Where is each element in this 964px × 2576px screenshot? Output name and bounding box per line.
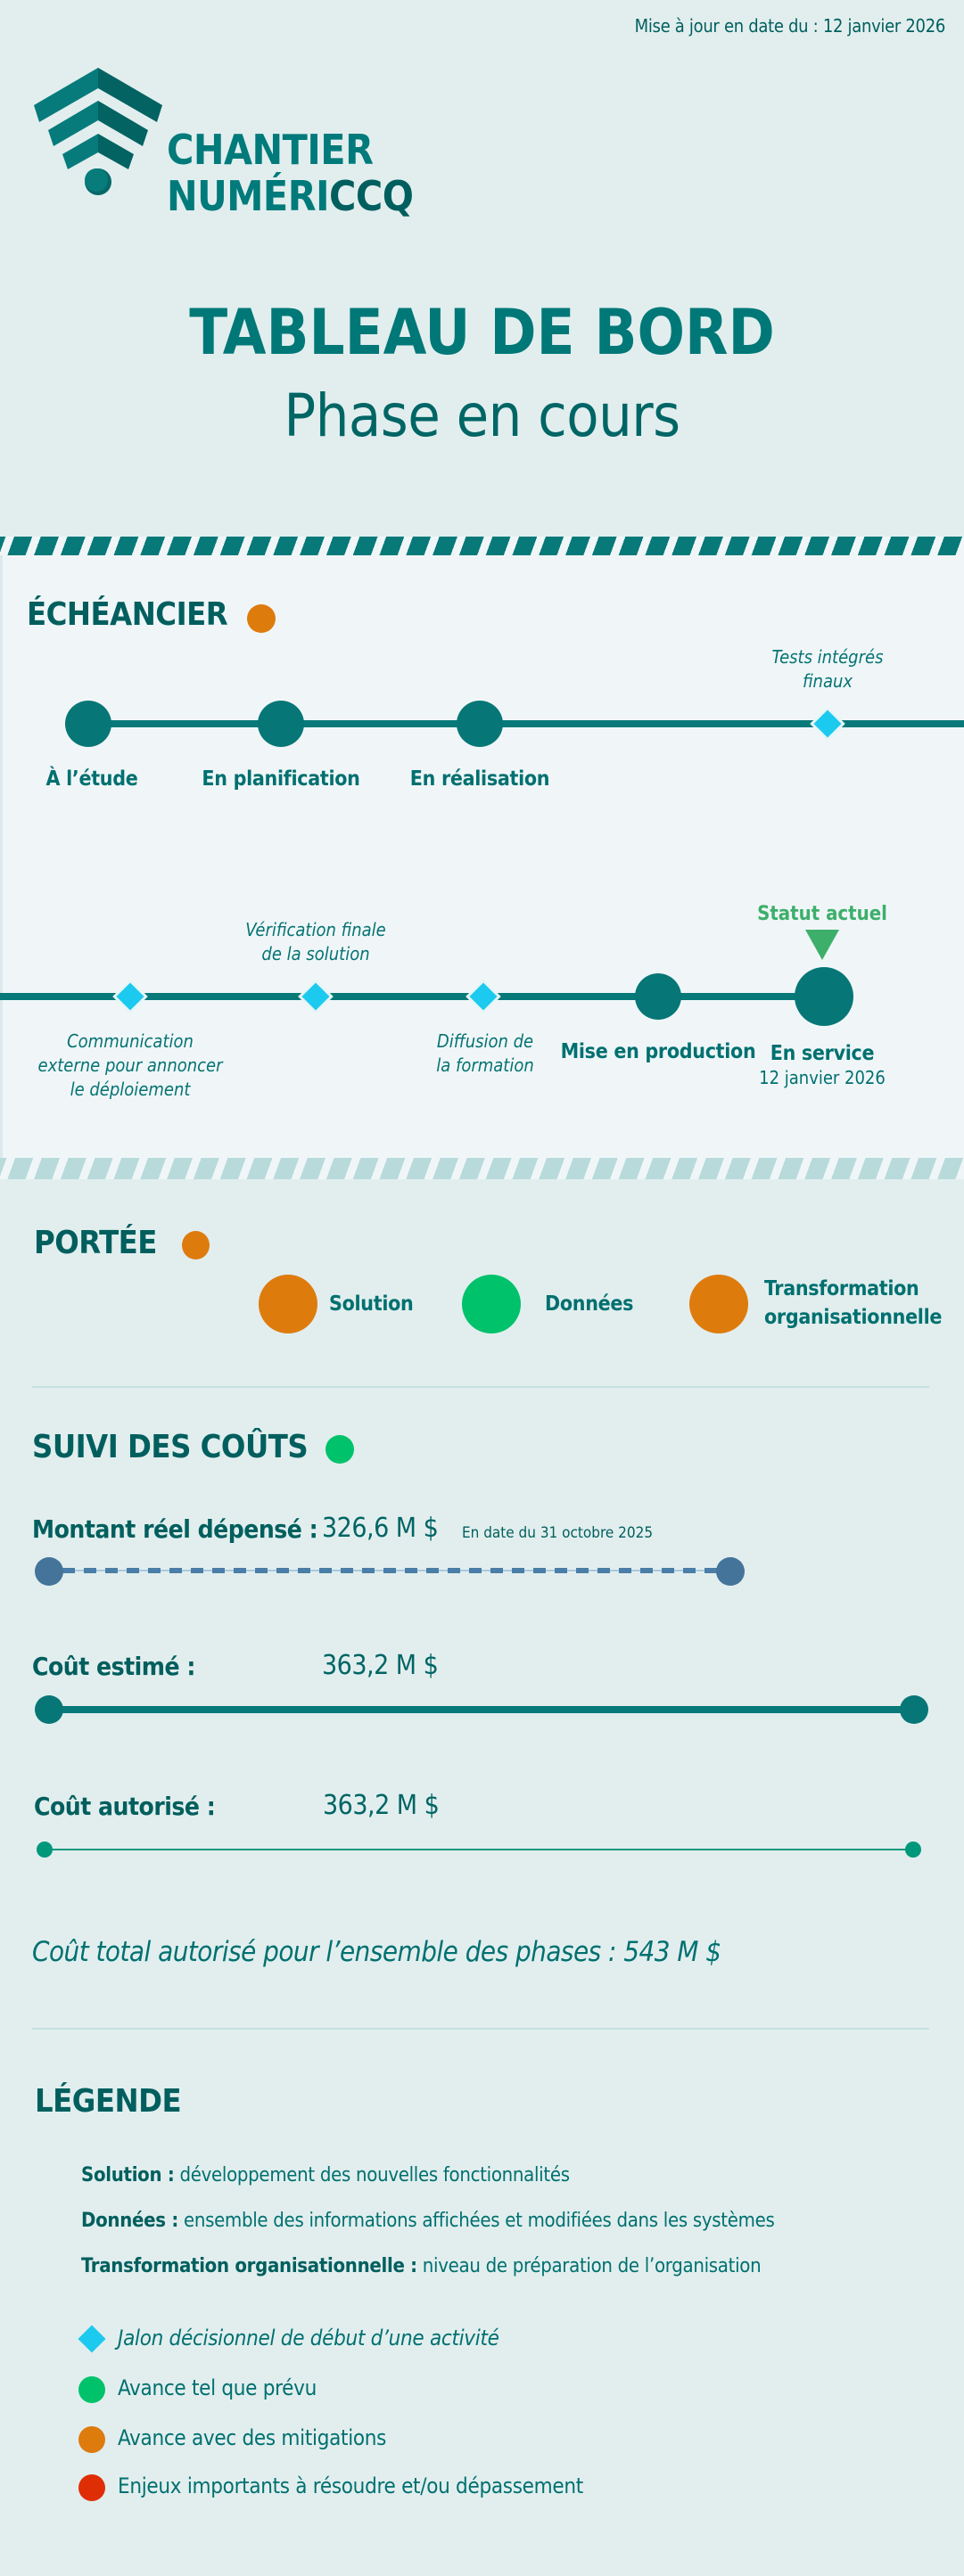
spent-value: 326,6 M $ <box>322 1513 439 1544</box>
logo-text: CHANTIER NUMÉRICCQ <box>167 126 414 220</box>
authorized-bar <box>44 1849 914 1850</box>
timeline-line-row1 <box>88 720 964 727</box>
costs-status-icon <box>325 1435 354 1464</box>
red-circle-icon <box>78 2474 105 2501</box>
total-authorized-cost: Coût total autorisé pour l’ensemble des … <box>32 1936 721 1968</box>
spent-bar-start-dot <box>35 1557 63 1586</box>
milestone-line: Tests intégrés <box>771 646 884 668</box>
legend-definition-solution: Solution : développement des nouvelles f… <box>81 2164 570 2186</box>
stage-label: En planification <box>202 767 360 791</box>
milestone-line: Diffusion de <box>436 1030 534 1052</box>
estimated-bar-start-dot <box>35 1695 63 1724</box>
legend-desc: développement des nouvelles fonctionnali… <box>174 2164 570 2186</box>
milestone-line: de la solution <box>261 943 370 964</box>
legend-item-issues: Enjeux importants à résoudre et/ou dépas… <box>118 2473 583 2498</box>
scope-title: PORTÉE <box>34 1225 157 1261</box>
stage-label-current: En service <box>770 1042 875 1065</box>
section-divider <box>32 2028 929 2030</box>
scope-label-line: organisationnelle <box>764 1306 943 1329</box>
milestone-line: externe pour annoncer <box>37 1054 223 1076</box>
spent-bar-dashes <box>62 1568 717 1573</box>
stripe-divider-bottom <box>0 1158 964 1179</box>
costs-title: SUIVI DES COÛTS <box>32 1429 309 1465</box>
spent-date-note: En date du 31 octobre 2025 <box>462 1524 654 1542</box>
scope-solution-status-icon <box>259 1275 317 1333</box>
estimated-bar <box>49 1706 914 1713</box>
logo-line2: NUMÉRICCQ <box>167 172 414 220</box>
logo-numeri: NUMÉRI <box>167 172 329 220</box>
legend-item-on-track: Avance tel que prévu <box>118 2375 317 2400</box>
green-circle-icon <box>78 2376 105 2403</box>
orange-circle-icon <box>78 2426 105 2453</box>
milestone-label: Communication externe pour annoncer le d… <box>38 1030 223 1102</box>
scope-label-solution: Solution <box>329 1292 414 1316</box>
stripe-divider-top <box>0 537 964 555</box>
legend-term: Solution : <box>81 2164 175 2186</box>
milestone-line: Communication <box>67 1030 194 1052</box>
stage-node-etude <box>65 701 111 747</box>
legend-item-milestone: Jalon décisionnel de début d’une activit… <box>118 2326 499 2350</box>
authorized-bar-start-dot <box>37 1842 53 1858</box>
estimated-label: Coût estimé : <box>32 1652 195 1681</box>
logo-ccq: CCQ <box>328 172 414 220</box>
scope-label-donnees: Données <box>545 1292 634 1316</box>
current-stage-date: 12 janvier 2026 <box>759 1067 886 1088</box>
page-subtitle: Phase en cours <box>284 381 680 450</box>
legend-definition-transformation: Transformation organisationnelle : nivea… <box>81 2255 762 2277</box>
legend-term: Transformation organisationnelle : <box>81 2255 417 2277</box>
update-date: Mise à jour en date du : 12 janvier 2026 <box>634 15 946 37</box>
logo-line1: CHANTIER <box>167 126 374 174</box>
current-status-arrow-icon <box>805 930 839 960</box>
legend-term: Données : <box>81 2210 178 2232</box>
stage-node-production <box>635 973 681 1020</box>
timeline-line-row2 <box>0 993 824 1000</box>
scope-label-line: Transformation <box>764 1277 919 1300</box>
authorized-value: 363,2 M $ <box>323 1790 440 1821</box>
schedule-title: ÉCHÉANCIER <box>27 596 228 633</box>
milestone-label: Diffusion de la formation <box>436 1030 533 1078</box>
scope-label-transformation: Transformation organisationnelle <box>764 1275 942 1332</box>
stage-label: En réalisation <box>409 767 550 791</box>
milestone-label: Tests intégrés finaux <box>772 645 884 693</box>
logo-signal-chevrons-icon <box>34 68 162 195</box>
milestone-line: la formation <box>436 1054 534 1076</box>
current-status-label: Statut actuel <box>757 903 887 925</box>
legend-definition-donnees: Données : ensemble des informations affi… <box>81 2210 775 2232</box>
stage-node-service-current <box>795 967 853 1026</box>
schedule-section <box>0 537 964 1179</box>
stage-node-realisation <box>457 701 503 747</box>
estimated-bar-end-dot <box>900 1695 928 1724</box>
milestone-line: le déploiement <box>70 1079 191 1100</box>
section-divider <box>32 1386 929 1388</box>
authorized-bar-end-dot <box>905 1842 921 1858</box>
scope-status-icon <box>182 1231 210 1259</box>
legend-desc: ensemble des informations affichées et m… <box>177 2210 775 2232</box>
authorized-label: Coût autorisé : <box>34 1792 216 1821</box>
spent-label: Montant réel dépensé : <box>32 1514 318 1544</box>
spent-bar-end-dot <box>716 1557 745 1586</box>
estimated-value: 363,2 M $ <box>322 1650 439 1681</box>
milestone-line: Vérification finale <box>245 919 386 940</box>
stage-label: Mise en production <box>560 1040 756 1063</box>
stage-label: À l’étude <box>45 767 138 791</box>
schedule-status-icon <box>247 604 276 633</box>
milestone-label: Vérification finale de la solution <box>245 918 385 966</box>
legend-title: LÉGENDE <box>35 2083 182 2120</box>
legend-desc: niveau de préparation de l’organisation <box>416 2255 762 2277</box>
diamond-icon <box>78 2325 106 2353</box>
scope-transformation-status-icon <box>689 1275 748 1333</box>
scope-donnees-status-icon <box>462 1275 521 1333</box>
milestone-line: finaux <box>802 670 853 692</box>
stage-node-planification <box>258 701 304 747</box>
legend-item-mitigations: Avance avec des mitigations <box>118 2425 387 2450</box>
page-title: TABLEAU DE BORD <box>189 296 775 369</box>
